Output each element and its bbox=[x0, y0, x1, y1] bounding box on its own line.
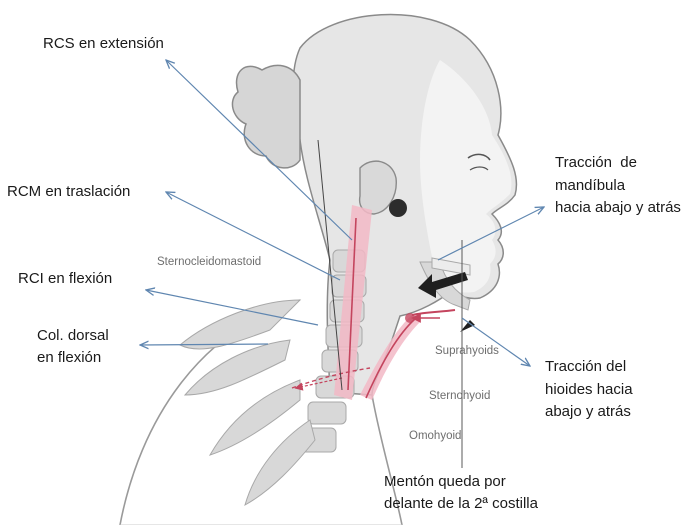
col-dorsal-label-line2: en flexión bbox=[37, 347, 101, 369]
rcs-label: RCS en extensión bbox=[43, 33, 164, 55]
mandible-traction-label-line2: mandíbula bbox=[555, 175, 625, 197]
hyoid-pointer bbox=[462, 318, 530, 366]
suprahyoids-label: Suprahyoids bbox=[435, 345, 499, 357]
hyoid-traction-label-line2: hioides hacia bbox=[545, 379, 633, 401]
menton-label-line2: delante de la 2ª costilla bbox=[384, 493, 538, 515]
head-silhouette bbox=[232, 15, 516, 395]
rci-label: RCI en flexión bbox=[18, 268, 112, 290]
hyoid-traction-label-line3: abajo y atrás bbox=[545, 401, 631, 423]
hyoid-traction-label-line1: Tracción del bbox=[545, 356, 626, 378]
mandible-traction-label-line3: hacia abajo y atrás bbox=[555, 197, 681, 219]
menton-label-line1: Mentón queda por bbox=[384, 471, 506, 493]
omohyoid-label: Omohyoid bbox=[409, 430, 461, 442]
rcm-label: RCM en traslación bbox=[7, 181, 130, 203]
mandible-traction-label-line1: Tracción de bbox=[555, 152, 637, 174]
col-dorsal-label-line1: Col. dorsal bbox=[37, 325, 109, 347]
sternocleidomastoid-label: Sternocleidomastoid bbox=[157, 256, 261, 268]
sternohyoid-label: Sternohyoid bbox=[429, 390, 490, 402]
col-dorsal-pointer bbox=[140, 344, 268, 345]
